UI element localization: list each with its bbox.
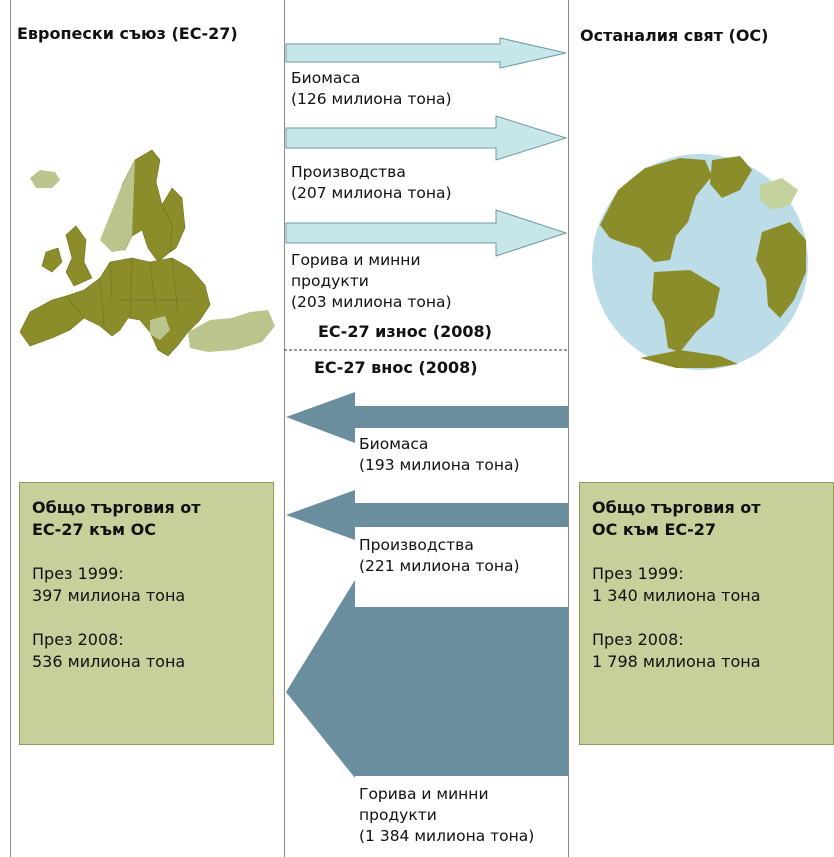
export-label-fuels: Горива и минни продукти (203 милиона тон… <box>291 250 452 313</box>
imports-heading: ЕС-27 внос (2008) <box>314 358 478 377</box>
export-biomass-name: Биомаса <box>291 69 361 87</box>
import-arrow-fuels <box>286 580 568 778</box>
right-divider-line <box>568 0 569 857</box>
import-label-manufactures: Производства (221 милиона тона) <box>359 535 520 577</box>
row-box-1999-label: През 1999: <box>592 564 684 583</box>
import-arrow-manufactures <box>286 490 568 540</box>
export-biomass-amount: (126 милиона тона) <box>291 90 452 108</box>
globe-icon <box>592 154 808 370</box>
europe-map-icon <box>19 149 275 357</box>
export-arrow-biomass <box>285 37 567 69</box>
import-biomass-amount: (193 милиона тона) <box>359 456 520 474</box>
export-fuels-amount: (203 милиона тона) <box>291 293 452 311</box>
import-manufactures-name: Производства <box>359 536 474 554</box>
export-manufactures-amount: (207 милиона тона) <box>291 184 452 202</box>
left-divider-line-outer <box>10 0 11 857</box>
import-label-fuels: Горива и минни продукти (1 384 милиона т… <box>359 784 534 847</box>
import-fuels-name: Горива и минни <box>359 785 489 803</box>
eu-box-heading-line2: ЕС-27 към ОС <box>32 520 157 539</box>
export-arrow-manufactures <box>285 115 568 161</box>
import-label-biomass: Биомаса (193 милиона тона) <box>359 434 520 476</box>
eu-box-1999-value: 397 милиона тона <box>32 586 186 605</box>
export-manufactures-name: Производства <box>291 163 406 181</box>
eu-box-heading-line1: Общо търговия от <box>32 498 201 517</box>
row-box-1999-value: 1 340 милиона тона <box>592 586 761 605</box>
eu-box-1999-label: През 1999: <box>32 564 124 583</box>
import-fuels-name-cont: продукти <box>359 806 437 824</box>
left-divider-line <box>284 0 285 857</box>
eu-to-row-total-box: Общо търговия от ЕС-27 към ОС През 1999:… <box>19 482 274 745</box>
eu-region-title: Европески съюз (ЕС-27) <box>17 24 238 43</box>
export-fuels-name: Горива и минни <box>291 251 421 269</box>
row-box-2008-label: През 2008: <box>592 630 684 649</box>
exports-heading: ЕС-27 износ (2008) <box>318 322 492 341</box>
row-region-title: Останалия свят (ОС) <box>580 26 769 45</box>
eu-box-2008-label: През 2008: <box>32 630 124 649</box>
export-arrow-fuels <box>285 209 568 257</box>
row-box-2008-value: 1 798 милиона тона <box>592 652 761 671</box>
export-label-biomass: Биомаса (126 милиона тона) <box>291 68 452 110</box>
import-biomass-name: Биомаса <box>359 435 429 453</box>
import-fuels-amount: (1 384 милиона тона) <box>359 827 535 845</box>
eu-box-2008-value: 536 милиона тона <box>32 652 186 671</box>
row-to-eu-total-box: Общо търговия от ОС към ЕС-27 През 1999:… <box>579 482 834 745</box>
import-manufactures-amount: (221 милиона тона) <box>359 557 520 575</box>
row-box-heading-line2: ОС към ЕС-27 <box>592 520 717 539</box>
export-fuels-name-cont: продукти <box>291 272 369 290</box>
export-label-manufactures: Производства (207 милиона тона) <box>291 162 452 204</box>
row-box-heading-line1: Общо търговия от <box>592 498 761 517</box>
import-arrow-biomass <box>286 392 568 443</box>
